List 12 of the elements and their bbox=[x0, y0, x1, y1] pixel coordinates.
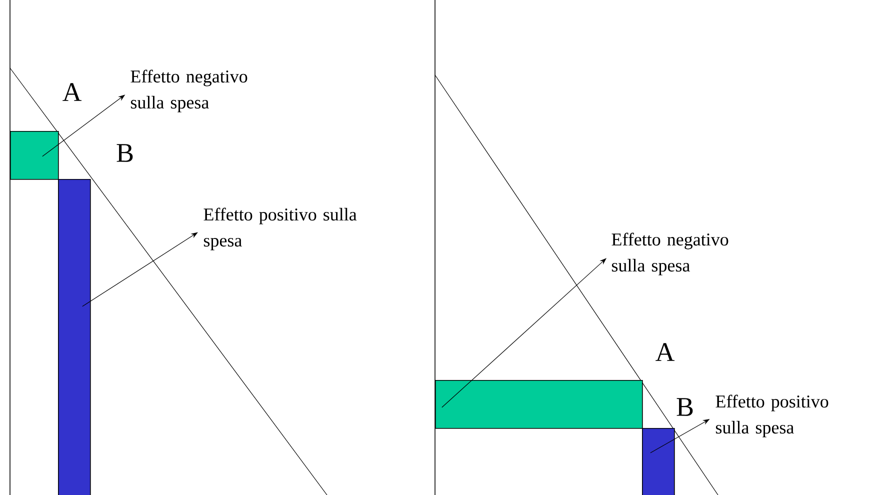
point-label: B bbox=[676, 398, 693, 416]
annotation-text: Effetto positivo sulla spesa bbox=[204, 208, 357, 250]
area-rectangle bbox=[10, 131, 59, 180]
annotation-text: Effetto negativo sulla spesa bbox=[130, 70, 248, 112]
annotation-text: Effetto negativo sulla spesa bbox=[612, 232, 728, 276]
point-label: B bbox=[116, 144, 133, 162]
area-rectangle bbox=[58, 179, 91, 495]
point-label: A bbox=[656, 343, 675, 361]
area-rectangle bbox=[435, 380, 643, 429]
area-rectangle bbox=[642, 428, 675, 495]
annotation-text: Effetto positivo sulla spesa bbox=[716, 394, 828, 438]
point-label: A bbox=[62, 83, 82, 101]
